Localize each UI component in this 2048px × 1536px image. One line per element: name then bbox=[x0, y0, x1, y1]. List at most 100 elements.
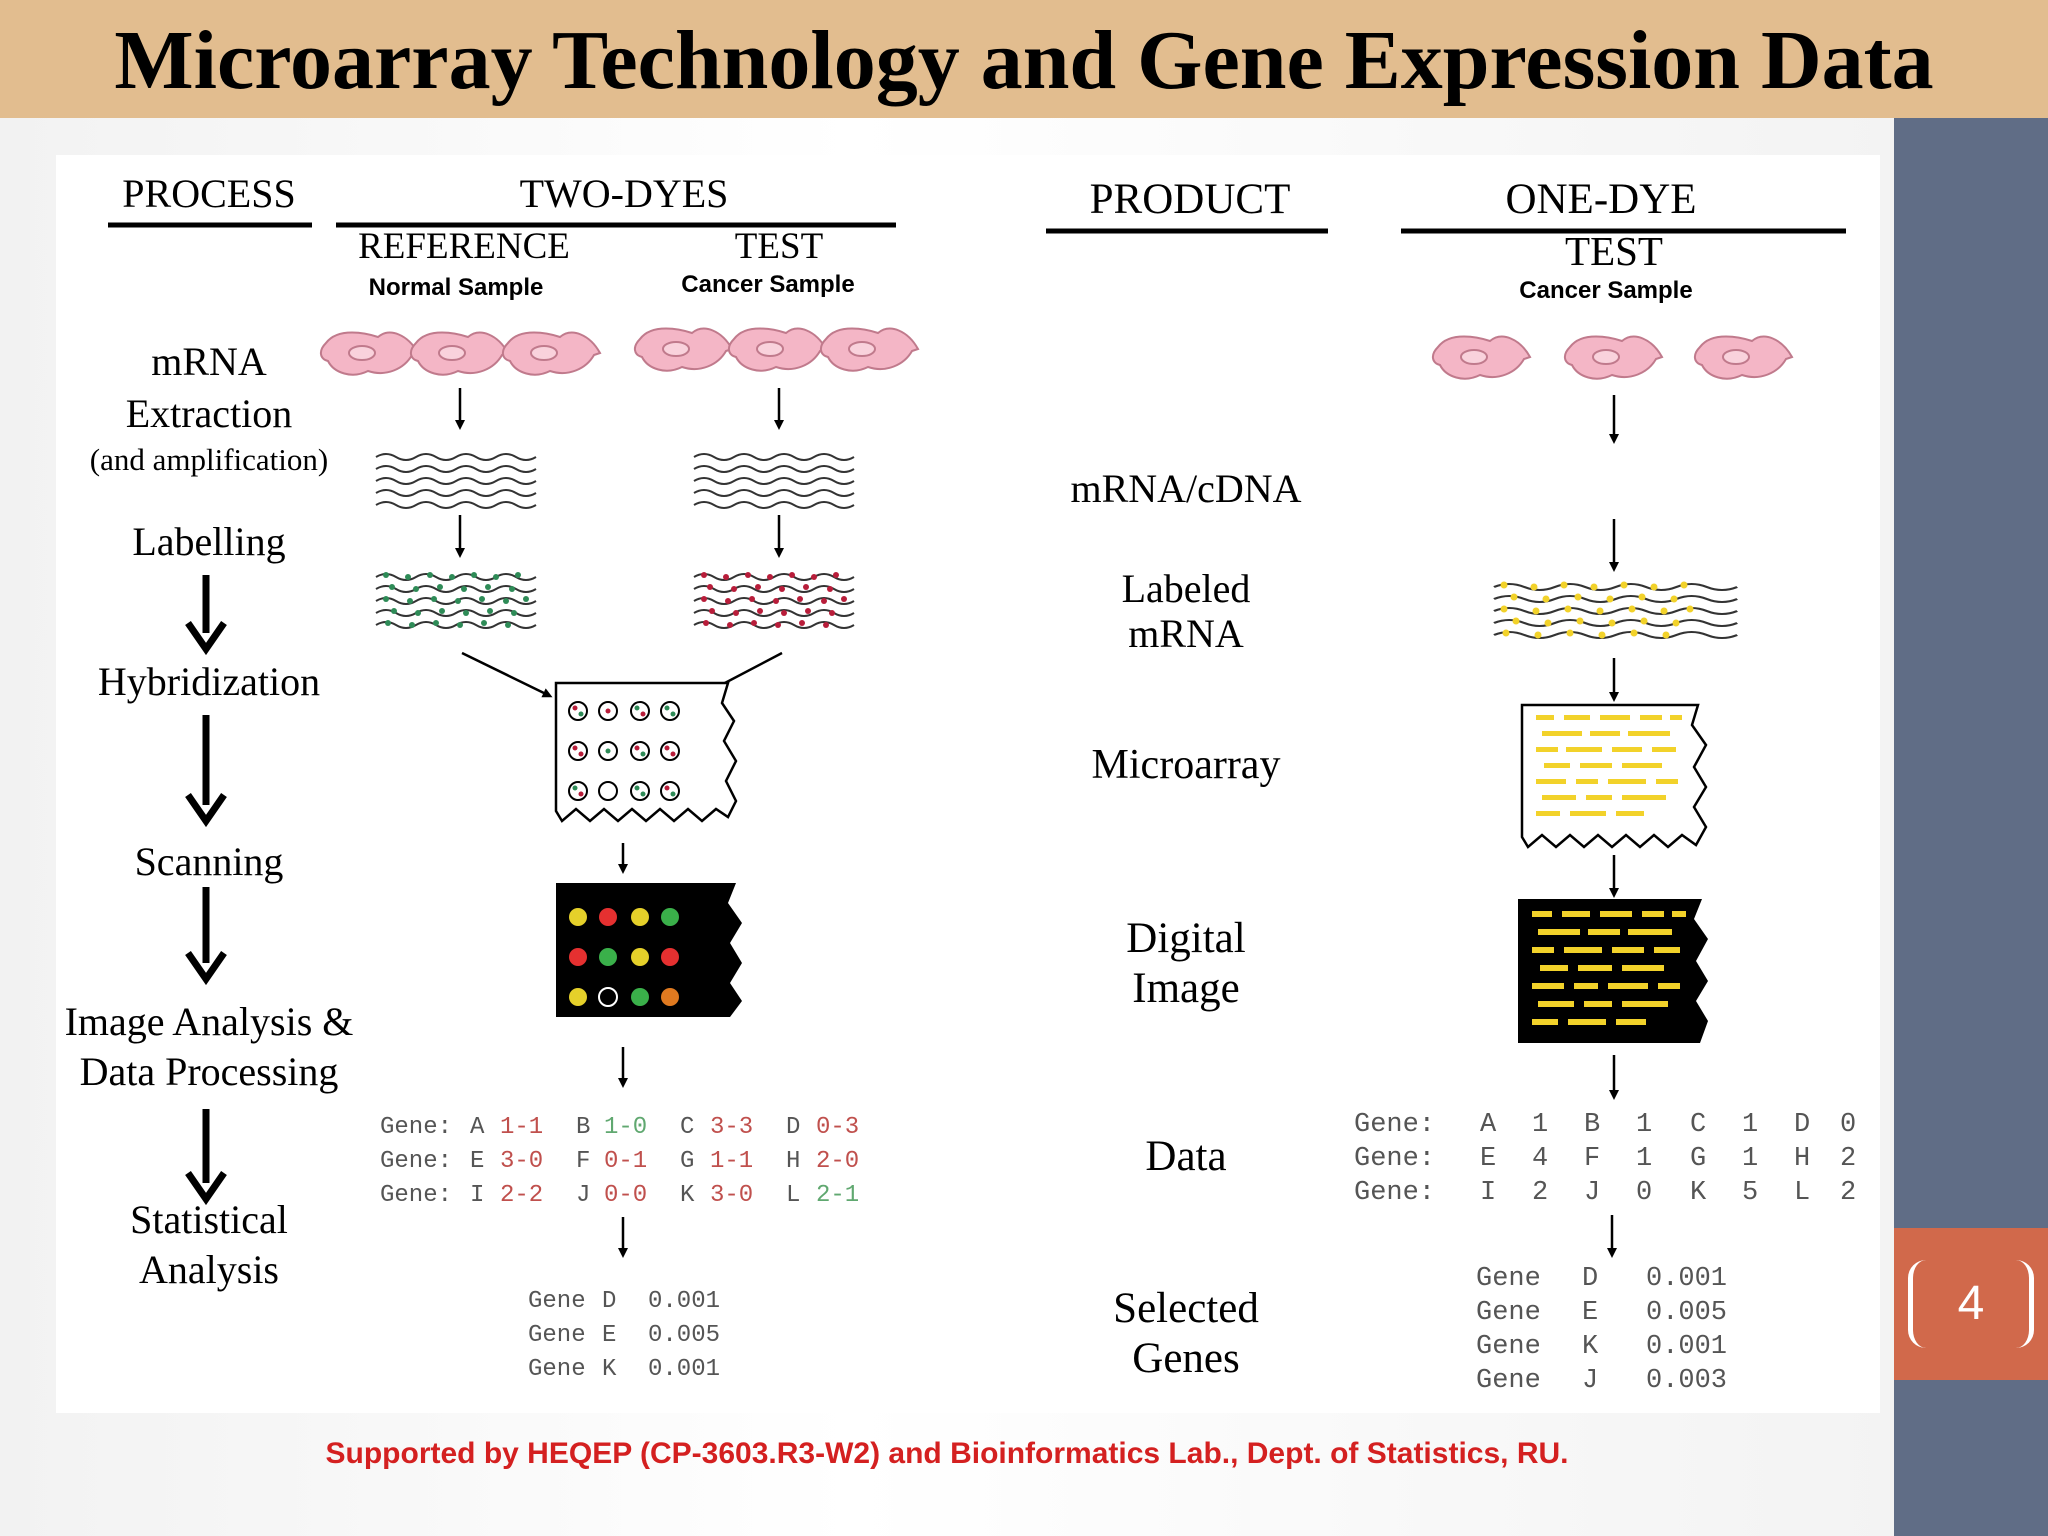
svg-text:F: F bbox=[1584, 1144, 1600, 1174]
svg-text:1: 1 bbox=[1532, 1110, 1548, 1140]
svg-text:B: B bbox=[1584, 1110, 1600, 1140]
svg-text:Gene: Gene bbox=[1476, 1298, 1541, 1328]
microarray-figure: PROCESS TWO-DYES REFERENCE Normal Sample… bbox=[56, 155, 1880, 1413]
svg-text:D: D bbox=[1582, 1264, 1598, 1294]
onedye-header: ONE-DYE bbox=[1505, 176, 1696, 223]
test-label: TEST bbox=[735, 226, 823, 267]
flow-arrows-right bbox=[1607, 395, 1619, 1258]
step-labelling: Labelling bbox=[132, 519, 285, 564]
svg-text:0.005: 0.005 bbox=[648, 1322, 720, 1349]
svg-text:Gene: Gene bbox=[528, 1288, 586, 1315]
svg-text:0.001: 0.001 bbox=[648, 1356, 720, 1383]
svg-text:2-1: 2-1 bbox=[816, 1182, 859, 1209]
product-labeled-mrna: mRNA bbox=[1128, 611, 1244, 656]
onedye-test-sub: Cancer Sample bbox=[1519, 277, 1692, 304]
svg-text:I: I bbox=[1480, 1178, 1496, 1208]
svg-text:G: G bbox=[680, 1148, 694, 1175]
page-number: 4 bbox=[1908, 1260, 2034, 1348]
svg-text:0: 0 bbox=[1840, 1110, 1856, 1140]
reference-sub: Normal Sample bbox=[369, 274, 544, 301]
svg-text:C: C bbox=[680, 1114, 694, 1141]
onedye-digital-image bbox=[1518, 899, 1708, 1043]
svg-text:1-0: 1-0 bbox=[604, 1114, 647, 1141]
step-hybridization: Hybridization bbox=[98, 659, 320, 704]
svg-text:J: J bbox=[1582, 1366, 1598, 1396]
svg-text:H: H bbox=[786, 1148, 800, 1175]
svg-text:D: D bbox=[602, 1288, 616, 1315]
svg-text:0-0: 0-0 bbox=[604, 1182, 647, 1209]
svg-text:Gene: Gene bbox=[528, 1356, 586, 1383]
two-dye-microarray bbox=[554, 681, 738, 823]
svg-text:E: E bbox=[1582, 1298, 1598, 1328]
test-mrna bbox=[693, 453, 855, 509]
test-sub: Cancer Sample bbox=[681, 271, 854, 298]
svg-text:2-2: 2-2 bbox=[500, 1182, 543, 1209]
product-labeled: Labeled bbox=[1122, 566, 1251, 611]
product-header: PRODUCT bbox=[1090, 176, 1291, 223]
svg-text:1: 1 bbox=[1636, 1144, 1652, 1174]
slide-title: Microarray Technology and Gene Expressio… bbox=[114, 14, 1934, 107]
svg-text:3-0: 3-0 bbox=[500, 1148, 543, 1175]
svg-text:I: I bbox=[470, 1182, 484, 1209]
product-digital: Digital bbox=[1126, 915, 1245, 962]
svg-text:Gene: Gene bbox=[528, 1322, 586, 1349]
svg-text:D: D bbox=[1794, 1110, 1810, 1140]
svg-text:0.003: 0.003 bbox=[1646, 1366, 1727, 1396]
onedye-labeled-mrna bbox=[1492, 581, 1739, 640]
product-mrna-cdna: mRNA/cDNA bbox=[1070, 466, 1301, 511]
reference-labeled-mrna bbox=[375, 572, 537, 629]
step-scanning: Scanning bbox=[135, 839, 284, 884]
svg-text:E: E bbox=[470, 1148, 484, 1175]
svg-text:C: C bbox=[1690, 1110, 1706, 1140]
page-badge bbox=[1894, 1228, 2048, 1380]
svg-text:3-3: 3-3 bbox=[710, 1114, 753, 1141]
product-microarray: Microarray bbox=[1092, 742, 1281, 788]
step-extraction: Extraction bbox=[126, 391, 293, 436]
svg-text:1-1: 1-1 bbox=[710, 1148, 753, 1175]
product-data: Data bbox=[1145, 1133, 1226, 1180]
svg-text:0: 0 bbox=[1636, 1178, 1652, 1208]
svg-text:B: B bbox=[576, 1114, 590, 1141]
twodyes-header: TWO-DYES bbox=[520, 171, 729, 216]
step-mrna: mRNA bbox=[151, 339, 267, 384]
step-image-analysis: Image Analysis & bbox=[65, 999, 354, 1044]
svg-text:1: 1 bbox=[1742, 1144, 1758, 1174]
svg-text:Gene:: Gene: bbox=[1354, 1144, 1435, 1174]
svg-text:3-0: 3-0 bbox=[710, 1182, 753, 1209]
step-data-processing: Data Processing bbox=[80, 1049, 339, 1094]
svg-text:L: L bbox=[1794, 1178, 1810, 1208]
svg-text:K: K bbox=[1690, 1178, 1707, 1208]
product-genes: Genes bbox=[1132, 1335, 1239, 1382]
svg-text:0.005: 0.005 bbox=[1646, 1298, 1727, 1328]
svg-text:K: K bbox=[602, 1356, 617, 1383]
test-cells bbox=[633, 327, 919, 372]
svg-text:2: 2 bbox=[1840, 1178, 1856, 1208]
onedye-microarray bbox=[1520, 703, 1708, 849]
step-analysis: Analysis bbox=[139, 1247, 279, 1292]
svg-text:D: D bbox=[786, 1114, 800, 1141]
svg-text:1: 1 bbox=[1742, 1110, 1758, 1140]
title-bar bbox=[0, 0, 2048, 118]
svg-text:Gene:: Gene: bbox=[380, 1114, 452, 1141]
svg-text:2-0: 2-0 bbox=[816, 1148, 859, 1175]
svg-text:Gene:: Gene: bbox=[1354, 1178, 1435, 1208]
svg-text:F: F bbox=[576, 1148, 590, 1175]
svg-text:0-3: 0-3 bbox=[816, 1114, 859, 1141]
svg-text:0.001: 0.001 bbox=[1646, 1264, 1727, 1294]
svg-text:0.001: 0.001 bbox=[1646, 1332, 1727, 1362]
process-arrows bbox=[185, 575, 227, 1206]
step-amplification: (and amplification) bbox=[90, 442, 328, 477]
svg-text:G: G bbox=[1690, 1144, 1706, 1174]
svg-text:0.001: 0.001 bbox=[648, 1288, 720, 1315]
reference-cells bbox=[319, 331, 601, 376]
onedye-test-label: TEST bbox=[1565, 228, 1663, 274]
svg-text:2: 2 bbox=[1840, 1144, 1856, 1174]
